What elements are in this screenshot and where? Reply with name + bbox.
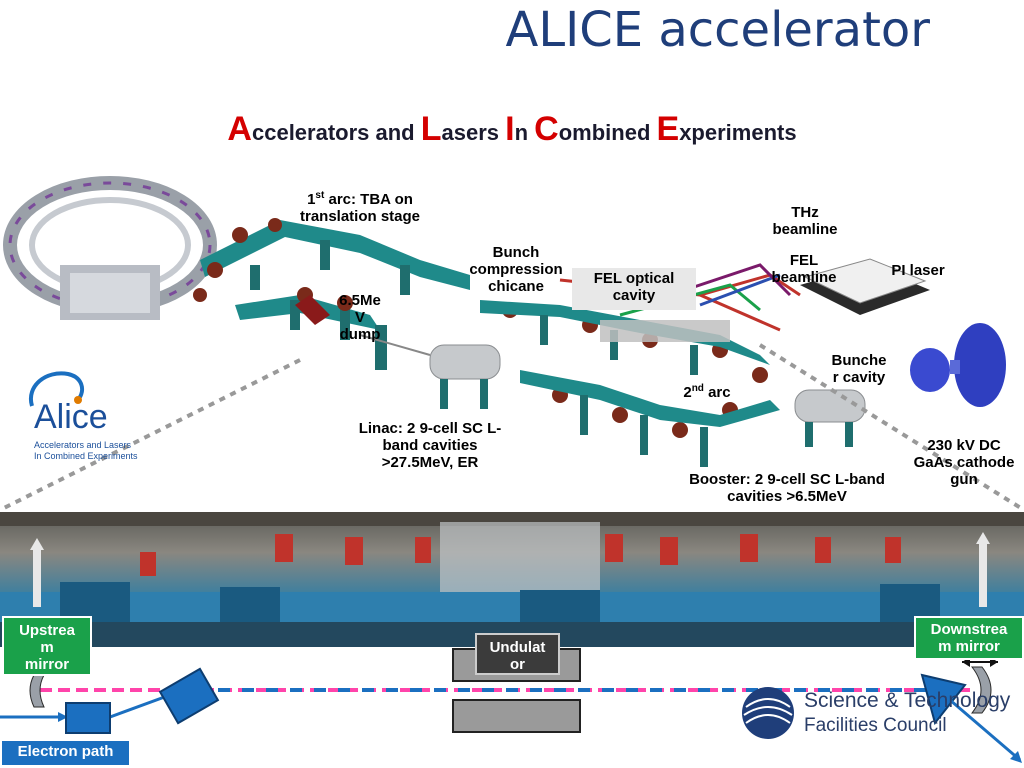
downstream-line1: Downstrea xyxy=(930,621,1008,638)
zoom-line-left xyxy=(0,358,301,510)
electron-path-block-dipole xyxy=(158,667,220,725)
label-first-arc-rest: arc: TBA on xyxy=(324,191,413,208)
label-dump-line1: 6.5Me xyxy=(339,292,381,309)
subtitle-cap-a: A xyxy=(227,110,252,148)
label-second-arc: 2nd arc xyxy=(672,380,742,401)
label-second-arc-prefix: 2 xyxy=(683,384,692,401)
upstream-mirror-icon xyxy=(29,674,45,708)
alice-logo-name: Alice xyxy=(34,398,108,436)
stfc-logo: Science & Technology Facilities Council xyxy=(740,683,1010,745)
booster-module xyxy=(794,389,866,447)
linac-module xyxy=(429,344,501,409)
label-gun-line3: gun xyxy=(950,471,978,488)
dump-magnet xyxy=(295,295,330,325)
stfc-line2: Facilities Council xyxy=(804,715,947,736)
label-linac-line3: >27.5MeV, ER xyxy=(381,454,479,471)
upstream-line1: Upstrea xyxy=(19,622,75,639)
label-buncher-line1: Bunche xyxy=(831,352,887,369)
label-bunch-compression: Bunch compression chicane xyxy=(456,244,576,295)
label-linac-line2: band cavities xyxy=(382,437,478,454)
label-thz-line2: beamline xyxy=(772,221,838,238)
undulator-bottom-bar xyxy=(452,699,581,733)
stfc-line1: Science & Technology xyxy=(804,689,1011,712)
label-dump-line2: V xyxy=(354,309,365,326)
zoom-line-right xyxy=(758,343,1024,510)
label-dc-gun: 230 kV DC GaAs cathode gun xyxy=(904,437,1024,488)
label-fel-cavity-line2: cavity xyxy=(612,287,656,304)
label-buncher-cavity: Bunche r cavity xyxy=(822,352,896,386)
label-first-arc-line2: translation stage xyxy=(299,208,421,225)
label-gun-line1: 230 kV DC xyxy=(927,437,1001,454)
label-buncher-line2: r cavity xyxy=(832,369,886,386)
alice-logo-swoosh-icon xyxy=(28,371,85,407)
label-booster-line1: Booster: 2 9-cell SC L-band xyxy=(689,471,885,488)
electron-path-dipole-right xyxy=(920,673,967,726)
label-fel-beam-line1: FEL xyxy=(789,252,819,269)
fel-optical-cavity-band xyxy=(600,320,730,342)
upstream-mirror-label: Upstrea m mirror xyxy=(2,616,92,676)
label-booster-line2: cavities >6.5MeV xyxy=(727,488,847,505)
label-gun-line2: GaAs cathode xyxy=(913,454,1015,471)
dc-gun xyxy=(910,323,1006,407)
undulator-line2: or xyxy=(510,656,525,673)
electron-path-block-left xyxy=(65,702,111,734)
label-first-arc-sup: st xyxy=(315,190,325,201)
subtitle: Accelerators and Lasers In Combined Expe… xyxy=(0,110,1024,149)
upstream-line2: m xyxy=(40,639,54,656)
subtitle-cap-l: L xyxy=(420,110,442,148)
subtitle-rest-l: asers xyxy=(441,120,506,145)
pi-laser-table xyxy=(800,258,930,315)
main-loop-girders xyxy=(480,300,780,467)
beam-pipe xyxy=(359,334,431,356)
subtitle-rest-a: ccelerators and xyxy=(251,120,421,145)
label-linac-line1: Linac: 2 9-cell SC L- xyxy=(358,420,502,437)
accelerator-hall-photo xyxy=(0,512,1024,647)
bottom-schematic xyxy=(0,648,1022,763)
subtitle-cap-e: E xyxy=(656,110,680,148)
page-title: ALICE accelerator xyxy=(505,2,931,58)
label-booster: Booster: 2 9-cell SC L-band cavities >6.… xyxy=(672,471,902,505)
stfc-globe-icon xyxy=(742,687,794,739)
label-second-arc-rest: arc xyxy=(703,384,731,401)
label-dump-line3: dump xyxy=(339,326,381,343)
electron-exit-line xyxy=(949,698,1021,762)
alice-logo-line2: In Combined Experiments xyxy=(34,451,138,461)
label-fel-cavity-line1: FEL optical xyxy=(593,270,675,287)
label-fel-beamline: FEL beamline xyxy=(762,252,846,286)
alice-logo-line1: Accelerators and Lasers xyxy=(34,440,132,450)
label-first-arc: 1st arc: TBA on translation stage xyxy=(270,187,450,225)
electron-path-label: Electron path xyxy=(2,741,129,765)
alice-logo: Alice Accelerators and Lasers In Combine… xyxy=(22,368,152,463)
label-first-arc-prefix: 1 xyxy=(307,191,316,208)
accelerator-hall-photo-detail xyxy=(0,512,1024,647)
downstream-mirror-icon xyxy=(970,666,992,714)
label-thz-line1: THz xyxy=(791,204,819,221)
subtitle-rest-c: ombined xyxy=(558,120,657,145)
label-thz-beamline: THz beamline xyxy=(760,204,850,238)
label-pi-laser: PI laser xyxy=(891,262,945,279)
label-second-arc-sup: nd xyxy=(691,383,704,394)
subtitle-cap-i: I xyxy=(505,110,515,148)
accelerator-illustration xyxy=(0,176,1024,510)
upstream-line3: mirror xyxy=(24,656,70,673)
label-dump: 6.5Me V dump xyxy=(330,292,390,343)
label-fel-beam-line2: beamline xyxy=(771,269,837,286)
downstream-mirror-label: Downstrea m mirror xyxy=(914,616,1024,660)
label-fel-optical-cavity: FEL optical cavity xyxy=(572,268,696,310)
undulator-label: Undulat or xyxy=(475,633,560,675)
subtitle-cap-c: C xyxy=(534,110,559,148)
label-linac: Linac: 2 9-cell SC L- band cavities >27.… xyxy=(340,420,520,471)
undulator-line1: Undulat xyxy=(489,639,546,656)
downstream-line2: m mirror xyxy=(938,638,1000,655)
label-bunch-line3: chicane xyxy=(488,278,544,295)
emma-ring xyxy=(3,176,217,320)
label-bunch-line1: Bunch xyxy=(492,244,540,261)
subtitle-rest-e: xperiments xyxy=(679,120,797,145)
label-bunch-line2: compression xyxy=(469,261,563,278)
subtitle-rest-i: n xyxy=(514,120,535,145)
